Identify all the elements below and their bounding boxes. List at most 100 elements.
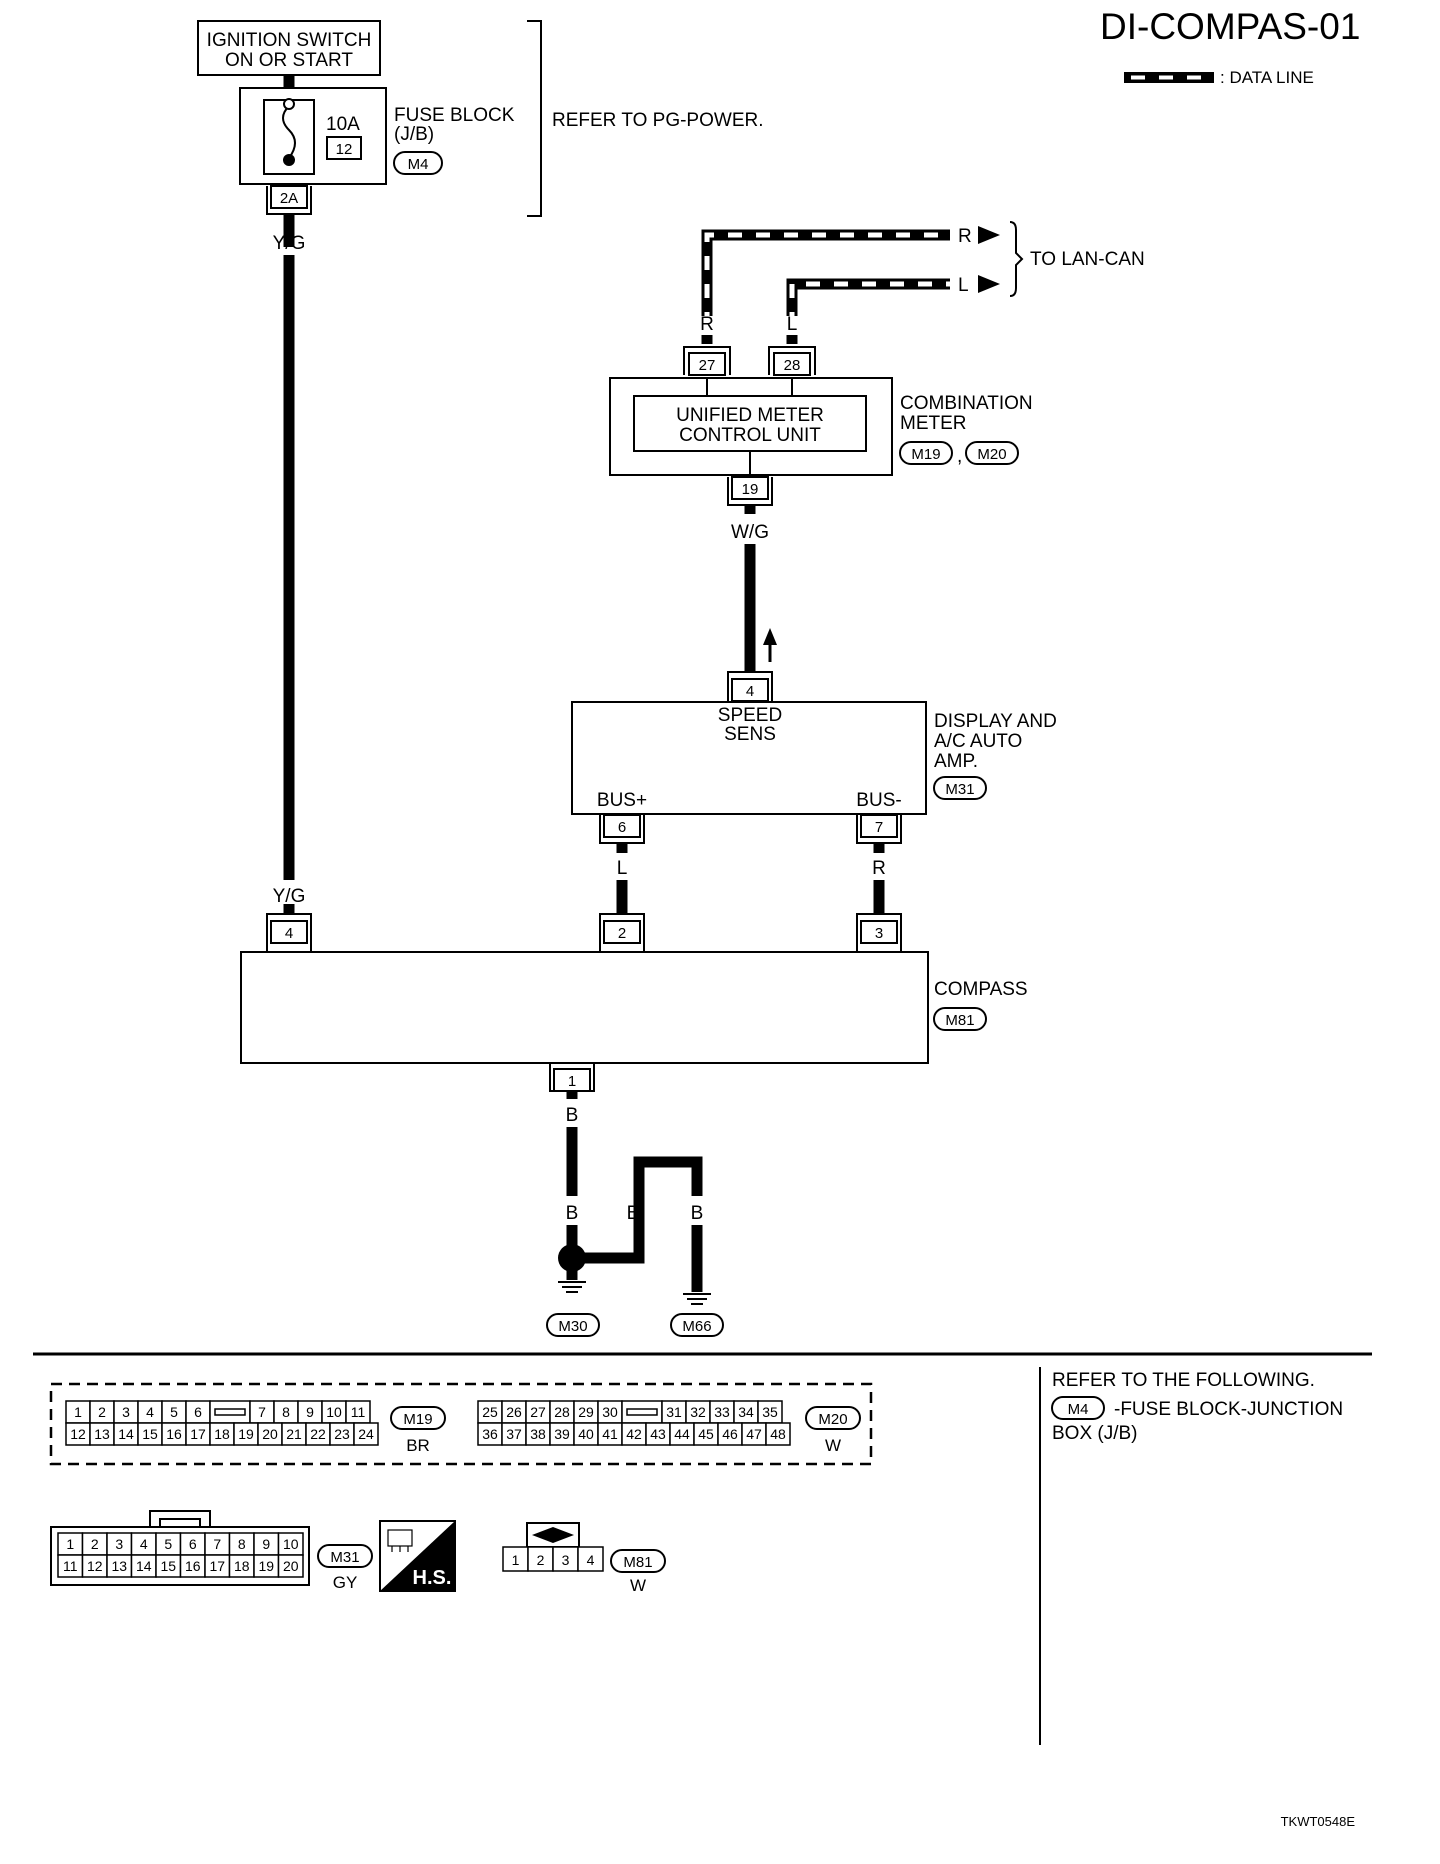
meter-inner-line2: CONTROL UNIT bbox=[679, 425, 821, 446]
pin-number: 26 bbox=[506, 1404, 522, 1420]
wire-yg-top: Y/G bbox=[273, 233, 306, 254]
meter-label2: METER bbox=[900, 413, 967, 434]
ground-wiring: B B B B M30 M66 bbox=[546, 1091, 724, 1337]
pin-number: 9 bbox=[306, 1404, 314, 1420]
key-slot-icon bbox=[626, 1408, 658, 1416]
wire-l-lan: L bbox=[787, 314, 798, 335]
meter-connector-sep: , bbox=[957, 446, 962, 467]
key-slot-icon bbox=[214, 1408, 246, 1416]
display-ac-amp: 4 SPEED SENS BUS+ BUS- DISPLAY AND A/C A… bbox=[571, 671, 1057, 844]
page-title: DI-COMPAS-01 bbox=[1100, 6, 1360, 47]
hs-label: H.S. bbox=[413, 1567, 452, 1589]
connector-m20-id: M20 bbox=[818, 1411, 847, 1428]
compass-connector-m81: M81 bbox=[945, 1012, 974, 1029]
pin-number: 7 bbox=[213, 1536, 221, 1552]
amp-pin-4: 4 bbox=[746, 683, 754, 700]
hs-badge: H.S. bbox=[379, 1520, 456, 1592]
lan-can-lines: R L TO LAN-CAN R L bbox=[698, 221, 1145, 344]
meter-label1: COMBINATION bbox=[900, 393, 1033, 414]
pin-number: 22 bbox=[310, 1426, 326, 1442]
meter-pin-19: 19 bbox=[742, 481, 759, 498]
pin-number: 11 bbox=[351, 1404, 366, 1420]
pin-number: 7 bbox=[258, 1404, 266, 1420]
pin-number: 20 bbox=[283, 1558, 299, 1574]
pin-number: 4 bbox=[146, 1404, 154, 1420]
connector-m19-id: M19 bbox=[403, 1411, 432, 1428]
pin-number: 3 bbox=[562, 1552, 570, 1568]
wire-b4: B bbox=[691, 1203, 704, 1224]
compass-pin-4: 4 bbox=[285, 925, 293, 942]
pin-number: 14 bbox=[136, 1558, 152, 1574]
ground-m30: M30 bbox=[558, 1318, 587, 1335]
pin-number: 4 bbox=[140, 1536, 148, 1552]
ground-icon bbox=[558, 1281, 586, 1293]
pg-power-note: REFER TO PG-POWER. bbox=[552, 110, 764, 131]
amp-label2: A/C AUTO bbox=[934, 731, 1022, 752]
amp-pin-6: 6 bbox=[618, 819, 626, 836]
pin-number: 24 bbox=[358, 1426, 374, 1442]
lan-can-label: TO LAN-CAN bbox=[1030, 249, 1145, 270]
compass-label: COMPASS bbox=[934, 979, 1028, 1000]
fuse-icon bbox=[282, 105, 296, 159]
pin-number: 16 bbox=[166, 1426, 182, 1442]
fuse-block-label: FUSE BLOCK bbox=[394, 105, 515, 126]
pin-number: 29 bbox=[578, 1404, 594, 1420]
pin-number: 12 bbox=[70, 1426, 86, 1442]
pin-cell bbox=[552, 1546, 579, 1572]
pin-number: 47 bbox=[746, 1426, 762, 1442]
pin-cell bbox=[277, 1554, 304, 1578]
ignition-switch-line1: IGNITION SWITCH bbox=[207, 30, 372, 51]
pin-number: 18 bbox=[214, 1426, 230, 1442]
pin-cell bbox=[527, 1546, 554, 1572]
connector-m31-color: GY bbox=[333, 1573, 358, 1592]
pin-number: 10 bbox=[326, 1404, 342, 1420]
pin-number: 17 bbox=[190, 1426, 206, 1442]
amp-connector-m31: M31 bbox=[945, 781, 974, 798]
pin-cell bbox=[621, 1400, 663, 1424]
compass-pin-1: 1 bbox=[568, 1073, 576, 1090]
pin-number: 19 bbox=[258, 1558, 274, 1574]
signal-direction-arrow-icon bbox=[763, 628, 777, 662]
pin-number: 35 bbox=[762, 1404, 778, 1420]
pin-number: 23 bbox=[334, 1426, 350, 1442]
pin-number: 10 bbox=[283, 1536, 299, 1552]
pin-number: 30 bbox=[602, 1404, 618, 1420]
wire-b2: B bbox=[566, 1203, 579, 1224]
pin-number: 2 bbox=[98, 1404, 106, 1420]
pin-number: 3 bbox=[115, 1536, 123, 1552]
ignition-switch-line2: ON OR START bbox=[225, 50, 353, 71]
pin-number: 8 bbox=[282, 1404, 290, 1420]
pin-number: 14 bbox=[118, 1426, 134, 1442]
refer-line2: BOX (J/B) bbox=[1052, 1423, 1138, 1444]
pin-number: 4 bbox=[587, 1552, 595, 1568]
connector-m81-color: W bbox=[630, 1576, 646, 1595]
ground-icon bbox=[683, 1293, 711, 1305]
pin-cell bbox=[765, 1422, 791, 1446]
figure-code: TKWT0548E bbox=[1281, 1814, 1356, 1829]
fuse-block: 10A 12 FUSE BLOCK (J/B) M4 2A REFER TO P… bbox=[239, 20, 764, 217]
pin-number: 15 bbox=[142, 1426, 158, 1442]
pin-number: 5 bbox=[164, 1536, 172, 1552]
fuse-block-connector: M4 bbox=[408, 156, 429, 173]
pin-number: 6 bbox=[194, 1404, 202, 1420]
pin-number: 25 bbox=[482, 1404, 498, 1420]
arrow-right-icon bbox=[978, 275, 1000, 293]
pin-number: 32 bbox=[690, 1404, 706, 1420]
connector-m20-color: W bbox=[825, 1436, 841, 1455]
wire-r-lan: R bbox=[700, 314, 714, 335]
amp-label3: AMP. bbox=[934, 751, 978, 772]
pin-cell bbox=[209, 1400, 251, 1424]
lan-can-r: R bbox=[958, 226, 972, 247]
pin-number: 43 bbox=[650, 1426, 666, 1442]
pin-number: 20 bbox=[262, 1426, 278, 1442]
pin-number: 19 bbox=[238, 1426, 254, 1442]
pin-number: 12 bbox=[87, 1558, 103, 1574]
pin-number: 1 bbox=[512, 1552, 520, 1568]
compass: 4 2 3 COMPASS M81 1 bbox=[240, 913, 1028, 1092]
pin-number: 3 bbox=[122, 1404, 130, 1420]
pin-number: 15 bbox=[160, 1558, 176, 1574]
fuse-amp: 10A bbox=[326, 114, 360, 135]
pin-number: 28 bbox=[554, 1404, 570, 1420]
